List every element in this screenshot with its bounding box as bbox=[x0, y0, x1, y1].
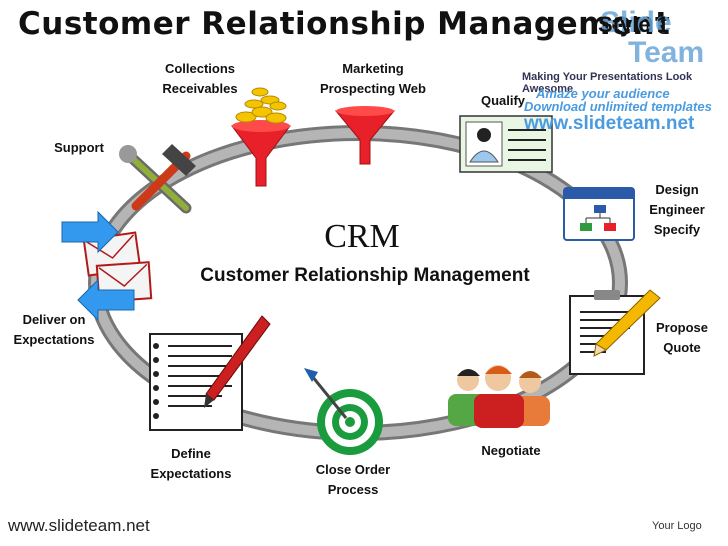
style-tag: Style 1 bbox=[598, 12, 669, 37]
stage-label-qualify: Qualify bbox=[480, 93, 526, 108]
wrench-hammer-icon bbox=[119, 144, 196, 214]
footer-logo: Your Logo bbox=[652, 520, 702, 532]
stage-label-design: Design Engineer Specify bbox=[649, 182, 705, 237]
crm-subtitle: Customer Relationship Management bbox=[200, 265, 530, 286]
envelopes-arrows-icon bbox=[61, 210, 153, 322]
watermark-url: www.slideteam.net bbox=[524, 113, 695, 134]
profile-card-icon bbox=[459, 115, 553, 173]
footer-url[interactable]: www.slideteam.net bbox=[8, 516, 150, 535]
crm-heading: CRM bbox=[324, 218, 400, 255]
stage-label-collections: Collections Receivables bbox=[162, 61, 238, 96]
funnel-icon bbox=[334, 106, 396, 165]
stage-label-propose: Propose Quote bbox=[655, 320, 708, 355]
page-title: Customer Relationship Management bbox=[18, 6, 671, 42]
coins-funnel-icon bbox=[231, 87, 291, 187]
watermark-promo2: Download unlimited templates bbox=[524, 99, 712, 114]
stage-label-marketing: Marketing Prospecting Web bbox=[320, 61, 426, 96]
notepad-pen-icon bbox=[149, 315, 271, 431]
watermark-promo1: Amaze your audience bbox=[536, 86, 670, 101]
watermark-brand-line2: Team bbox=[628, 36, 705, 69]
stage-label-support: Support bbox=[54, 140, 104, 155]
window-diagram-icon bbox=[563, 187, 635, 241]
people-group-icon bbox=[448, 365, 550, 428]
watermark-brand-line1: Slide bbox=[600, 6, 672, 39]
stage-label-close-order: Close Order Process bbox=[315, 462, 391, 497]
stage-label-deliver: Deliver on Expectations bbox=[13, 312, 95, 347]
stage-label-define: Define Expectations bbox=[150, 446, 232, 481]
target-dart-icon bbox=[304, 368, 383, 455]
clipboard-pencil-icon bbox=[569, 289, 661, 375]
stage-label-negotiate: Negotiate bbox=[481, 443, 541, 458]
watermark-tagline: Making Your Presentations Look Awesome bbox=[522, 71, 693, 95]
